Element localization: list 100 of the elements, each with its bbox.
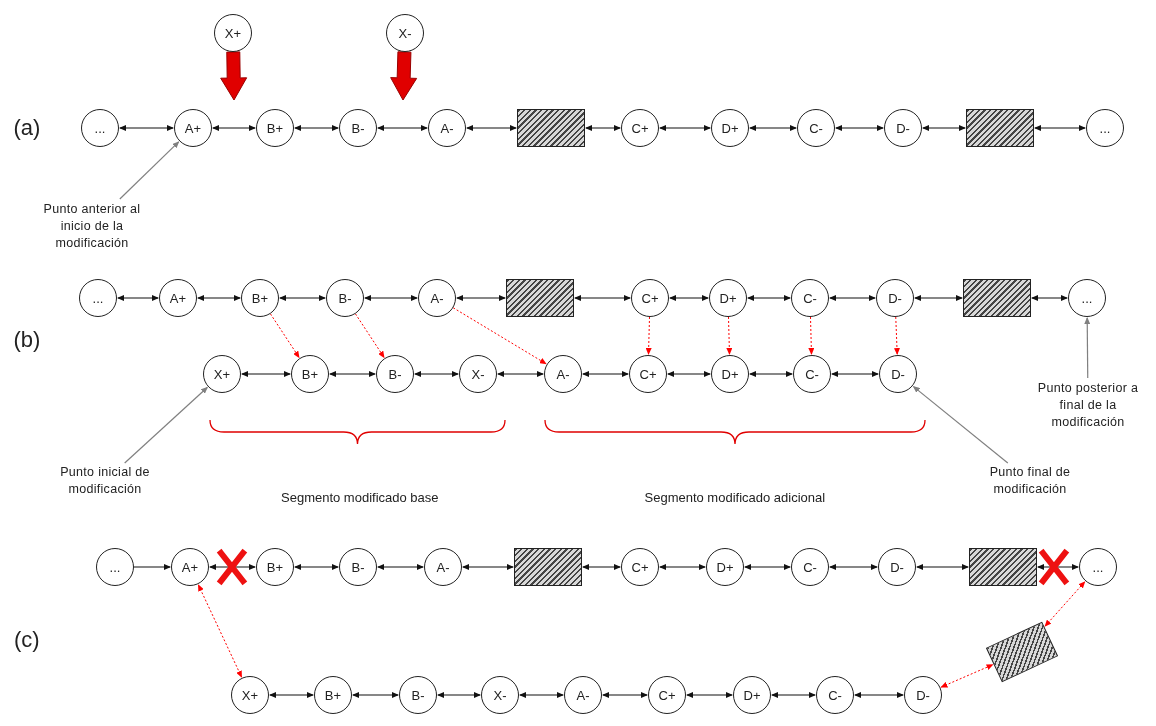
arrow: [241, 371, 291, 377]
circle-node: ...: [1068, 279, 1106, 317]
arrow: [914, 295, 963, 301]
arrow: [726, 316, 733, 355]
insert-arrow: [390, 51, 418, 101]
circle-node: A-: [544, 355, 582, 393]
arrow: [364, 295, 418, 301]
arrow: [197, 295, 241, 301]
circle-node: C-: [797, 109, 835, 147]
circle-node: A+: [174, 109, 212, 147]
circle-node: B-: [399, 676, 437, 714]
circle-node: B-: [376, 355, 414, 393]
arrow: [133, 564, 171, 570]
leader-line: [119, 141, 180, 200]
arrow: [585, 125, 621, 131]
circle-node: A-: [564, 676, 602, 714]
arrow: [686, 692, 733, 698]
arrow: [212, 125, 256, 131]
annotation-text: Punto posterior a final de la modificación: [1028, 378, 1148, 432]
segment-label: Segmento modificado adicional: [644, 489, 826, 505]
circle-node: B+: [256, 548, 294, 586]
arrow: [894, 316, 900, 355]
circle-node: X+: [214, 14, 252, 52]
circle-node: C-: [816, 676, 854, 714]
arrow: [835, 125, 884, 131]
arrow: [377, 564, 424, 570]
circle-node: D+: [709, 279, 747, 317]
circle-node: C-: [791, 279, 829, 317]
circle-node: C-: [793, 355, 831, 393]
circle-node: X-: [481, 676, 519, 714]
circle-node: B-: [339, 109, 377, 147]
hatched-block: [969, 548, 1037, 586]
circle-node: C+: [629, 355, 667, 393]
arrow: [602, 692, 648, 698]
hatched-block: [517, 109, 585, 147]
arrow: [269, 692, 314, 698]
circle-node: D+: [733, 676, 771, 714]
arrow: [414, 371, 459, 377]
arrow: [749, 125, 797, 131]
arrow: [1034, 125, 1086, 131]
circle-node: C+: [621, 109, 659, 147]
arrow: [456, 295, 506, 301]
circle-node: D-: [879, 355, 917, 393]
circle-node: D-: [904, 676, 942, 714]
annotation-text: Punto anterior al inicio de la modificación: [27, 199, 157, 253]
arrow: [829, 564, 878, 570]
circle-node: A-: [424, 548, 462, 586]
arrow: [831, 371, 879, 377]
circle-node: A-: [428, 109, 466, 147]
circle-node: ...: [1079, 548, 1117, 586]
circle-node: C-: [791, 548, 829, 586]
circle-node: C+: [621, 548, 659, 586]
panel-label: (a): [13, 115, 41, 141]
arrow: [1031, 295, 1068, 301]
circle-node: B+: [314, 676, 352, 714]
arrow: [771, 692, 816, 698]
arrow: [519, 692, 564, 698]
circle-node: B+: [256, 109, 294, 147]
circle-node: B+: [241, 279, 279, 317]
panel-label: (b): [13, 327, 41, 353]
circle-node: B-: [339, 548, 377, 586]
arrow: [352, 692, 399, 698]
arrow: [747, 295, 791, 301]
arrow: [452, 307, 547, 365]
circle-node: A-: [418, 279, 456, 317]
circle-node: D+: [711, 109, 749, 147]
arrow: [582, 564, 621, 570]
arrow: [916, 564, 969, 570]
arrow: [466, 125, 517, 131]
insert-arrow: [220, 51, 248, 101]
leader-line: [1084, 317, 1091, 379]
arrow: [354, 313, 385, 358]
circle-node: B+: [291, 355, 329, 393]
segment-label: Segmento modificado base: [281, 489, 439, 505]
arrow: [119, 125, 174, 131]
arrow: [197, 584, 243, 678]
arrow: [667, 371, 711, 377]
arrow: [808, 316, 815, 355]
circle-node: C+: [631, 279, 669, 317]
circle-node: ...: [1086, 109, 1124, 147]
hatched-block: [963, 279, 1031, 317]
arrow: [117, 295, 159, 301]
circle-node: X-: [386, 14, 424, 52]
arrow: [669, 295, 709, 301]
arrow: [377, 125, 428, 131]
leader-line: [124, 386, 208, 464]
circle-node: X-: [459, 355, 497, 393]
circle-node: C+: [648, 676, 686, 714]
circle-node: B-: [326, 279, 364, 317]
arrow: [294, 564, 339, 570]
arrow: [269, 313, 300, 358]
arrow: [1044, 581, 1086, 627]
arrow: [294, 125, 339, 131]
hatched-block: [514, 548, 582, 586]
arrow: [582, 371, 629, 377]
annotation-text: Punto final de modificación: [955, 463, 1105, 499]
arrow: [645, 316, 652, 355]
circle-node: A+: [171, 548, 209, 586]
arrow: [497, 371, 544, 377]
arrow: [329, 371, 376, 377]
